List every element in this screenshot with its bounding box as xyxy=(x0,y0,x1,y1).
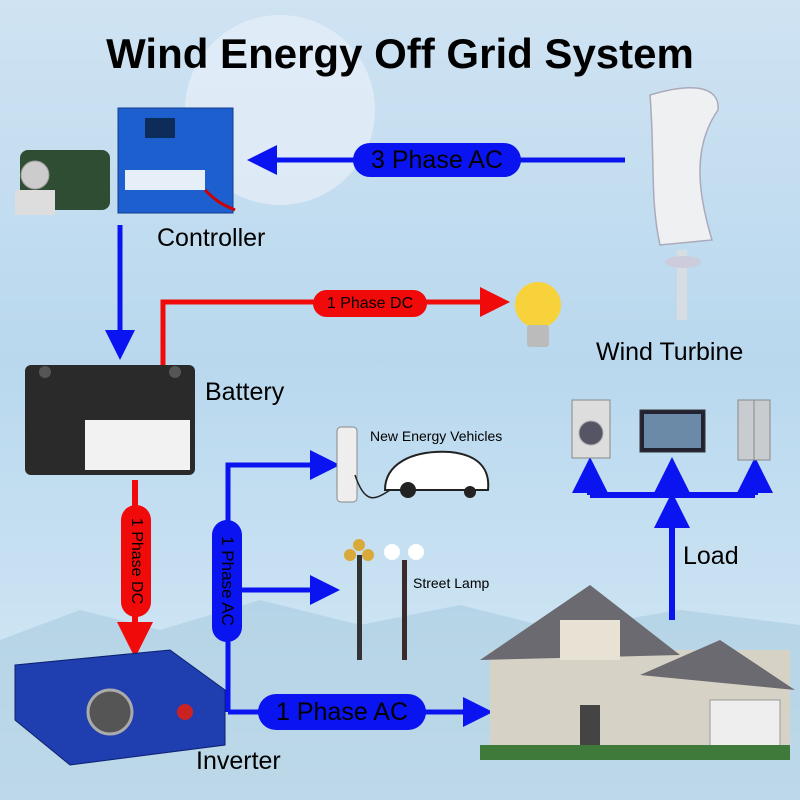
inverter-image xyxy=(14,649,226,766)
house-image xyxy=(480,585,795,760)
pill-1-phase-ac-branch-text: 1 Phase AC xyxy=(218,536,237,626)
label-battery: Battery xyxy=(205,378,285,406)
street-lamp-image xyxy=(344,539,424,660)
fridge-image xyxy=(737,399,771,461)
tv-image xyxy=(639,409,706,453)
washing-machine-image xyxy=(571,399,611,459)
label-wind-turbine: Wind Turbine xyxy=(596,338,744,366)
label-inverter: Inverter xyxy=(196,747,281,775)
label-ev: New Energy Vehicles xyxy=(370,428,503,444)
label-controller: Controller xyxy=(157,224,266,252)
light-bulb-image xyxy=(515,282,561,347)
pill-1-phase-dc-inverter: 1 Phase DC xyxy=(121,505,151,617)
label-street-lamp: Street Lamp xyxy=(413,575,490,591)
battery-image xyxy=(25,365,195,475)
controller-image xyxy=(15,107,236,215)
pill-3-phase-ac: 3 Phase AC xyxy=(353,143,521,177)
pill-1-phase-ac-branch: 1 Phase AC xyxy=(212,520,242,642)
pill-1-phase-dc-inverter-text: 1 Phase DC xyxy=(128,517,146,605)
page-title: Wind Energy Off Grid System xyxy=(106,30,694,77)
pill-1-phase-dc-bulb: 1 Phase DC xyxy=(313,290,427,317)
wind-turbine-image xyxy=(649,87,719,320)
label-load: Load xyxy=(683,542,739,570)
ev-charger-image xyxy=(336,426,490,503)
pill-1-phase-ac-house: 1 Phase AC xyxy=(258,694,426,730)
